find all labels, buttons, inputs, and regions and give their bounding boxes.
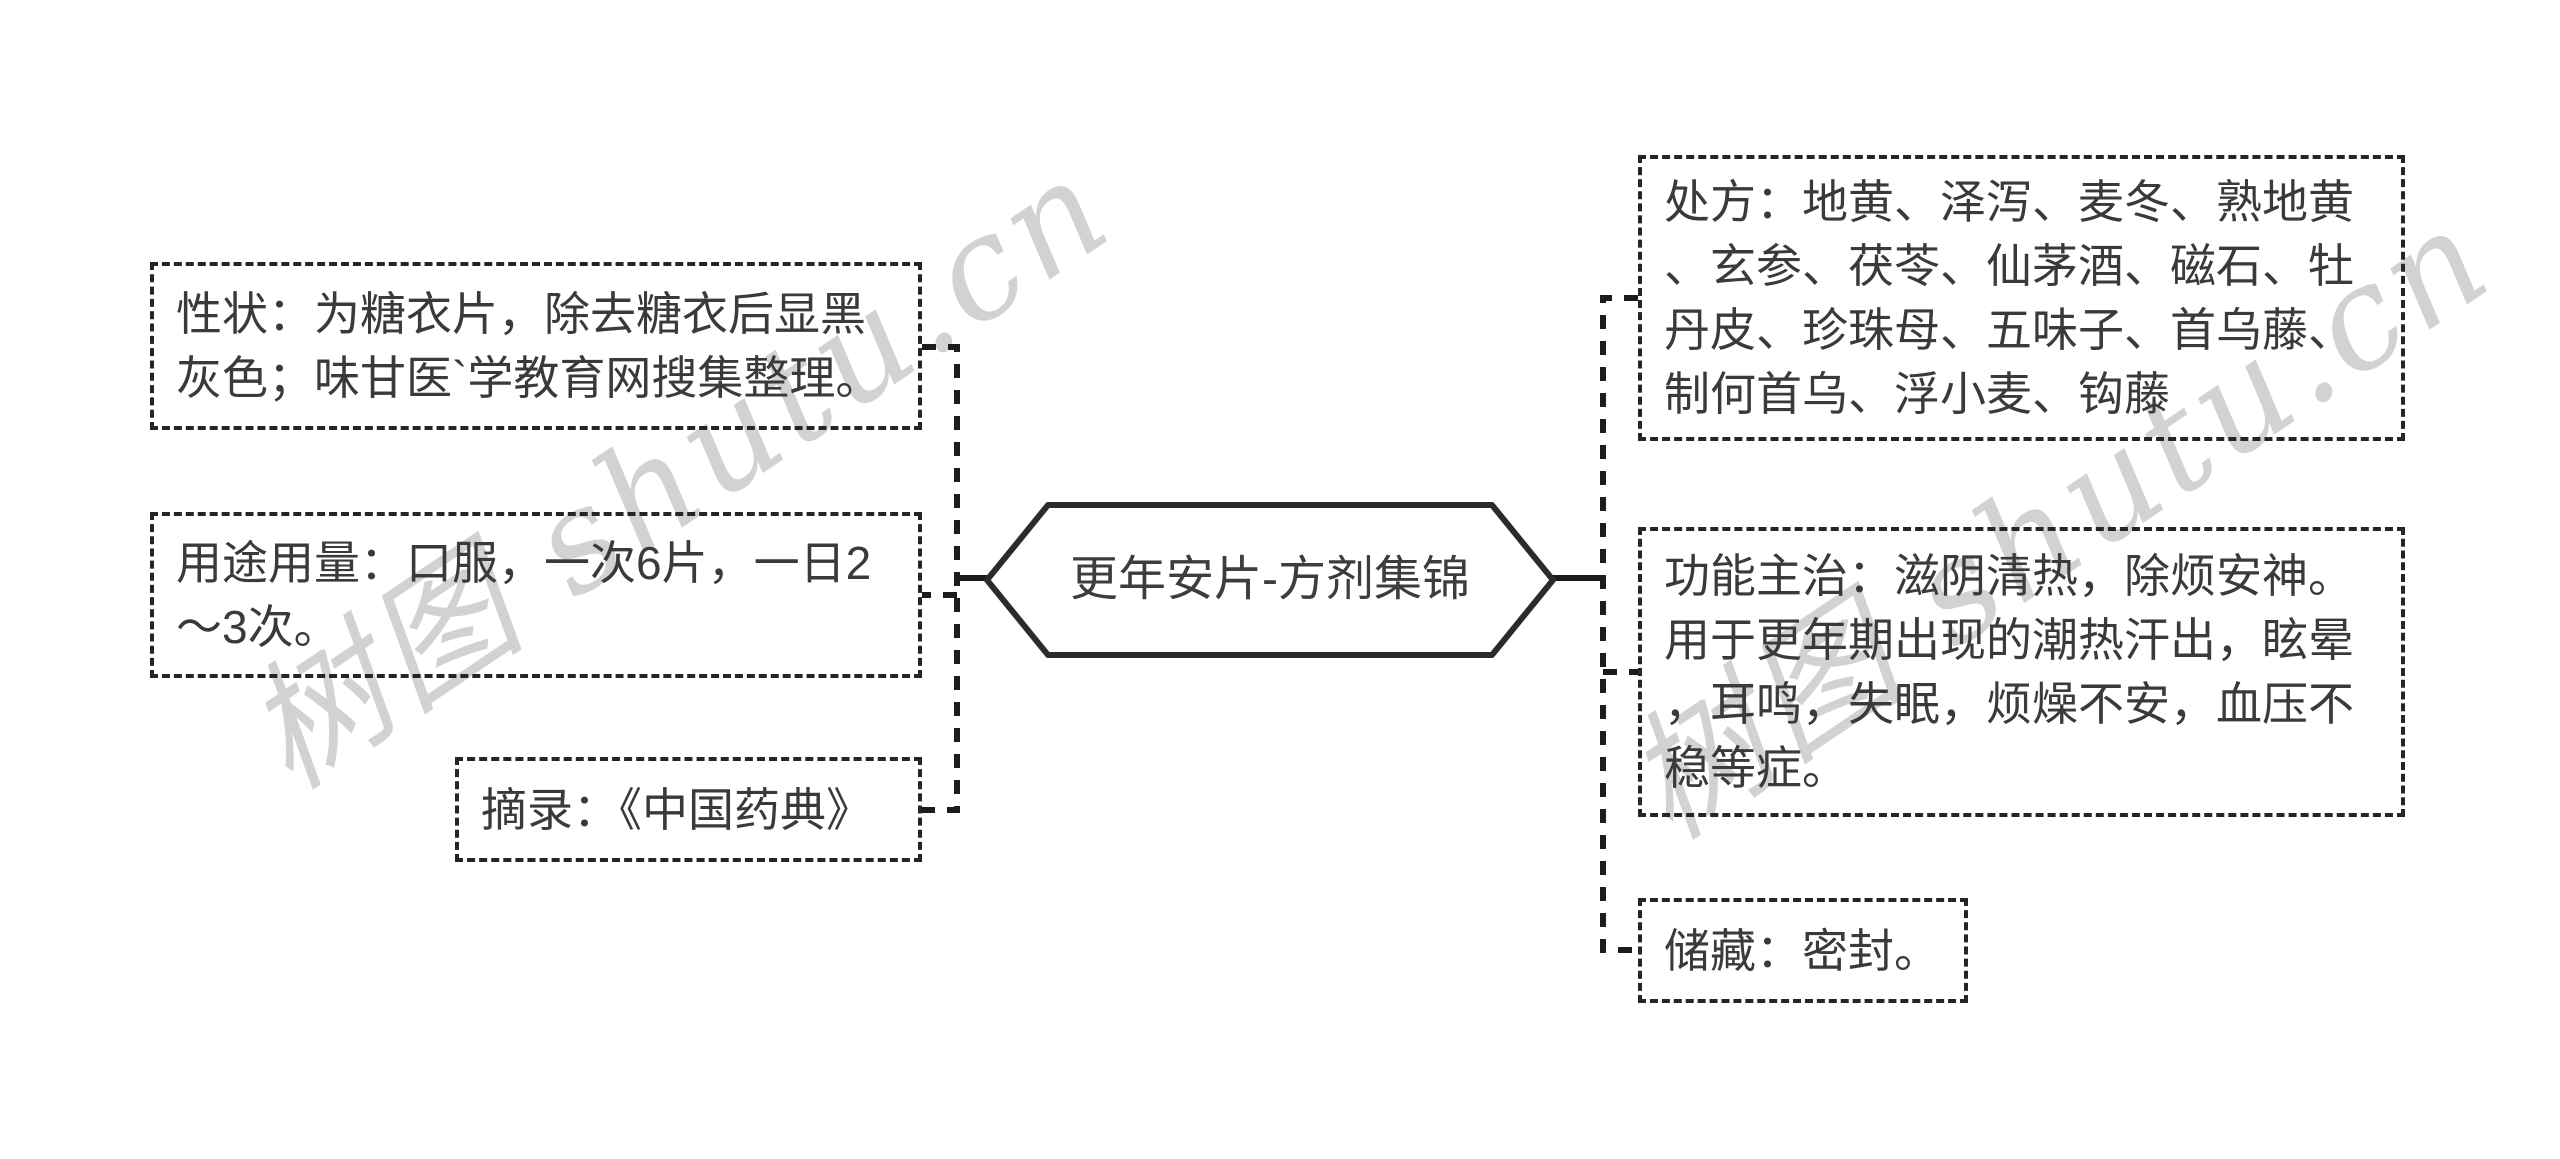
node-chucang[interactable]: 储藏：密封。 — [1638, 898, 1968, 1003]
left-connector-rail — [922, 344, 960, 813]
central-topic-hexagon — [984, 502, 1556, 658]
right-connector-rail — [1600, 295, 1638, 953]
node-yongtu-yongliang[interactable]: 用途用量：口服，一次6片，一日2～3次。 — [150, 512, 922, 678]
node-gongneng-zhuzhi[interactable]: 功能主治：滋阴清热，除烦安神。用于更年期出现的潮热汗出，眩晕，耳鸣，失眠，烦燥不… — [1638, 527, 2405, 817]
central-topic[interactable]: 更年安片-方剂集锦 — [1070, 553, 1470, 606]
node-xingzhuang[interactable]: 性状：为糖衣片，除去糖衣后显黑灰色；味甘医`学教育网搜集整理。 — [150, 262, 922, 430]
node-zhailu[interactable]: 摘录：《中国药典》 — [455, 757, 922, 862]
node-chufang[interactable]: 处方：地黄、泽泻、麦冬、熟地黄、玄参、茯苓、仙茅酒、磁石、牡丹皮、珍珠母、五味子… — [1638, 155, 2405, 441]
